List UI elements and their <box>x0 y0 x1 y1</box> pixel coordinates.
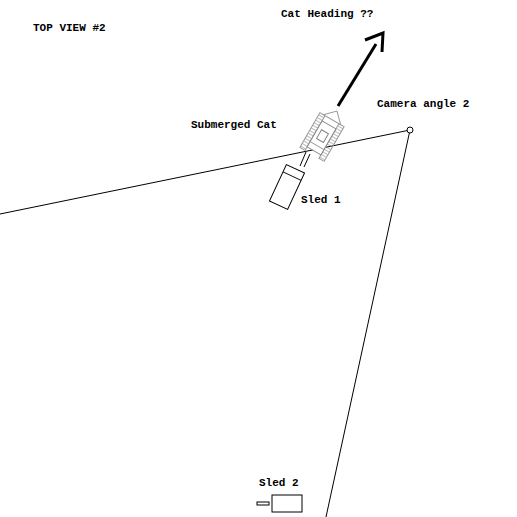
cat-vehicle <box>300 104 349 161</box>
view-title: TOP VIEW #2 <box>32 22 107 35</box>
sled-label: Sled 1 <box>300 194 342 207</box>
sled-label: Sled 2 <box>258 477 300 490</box>
sled-2 <box>272 495 302 512</box>
cat-label: Submerged Cat <box>190 119 278 132</box>
heading-arrowhead <box>365 33 383 52</box>
view-line <box>326 130 410 517</box>
tow-line <box>304 154 310 167</box>
heading-arrow <box>338 44 376 106</box>
sled-2-hitch <box>257 502 269 505</box>
camera-point <box>407 127 413 133</box>
view-line <box>0 130 410 214</box>
camera-label: Camera angle 2 <box>376 98 470 111</box>
heading-label: Cat Heading ?? <box>280 8 374 21</box>
